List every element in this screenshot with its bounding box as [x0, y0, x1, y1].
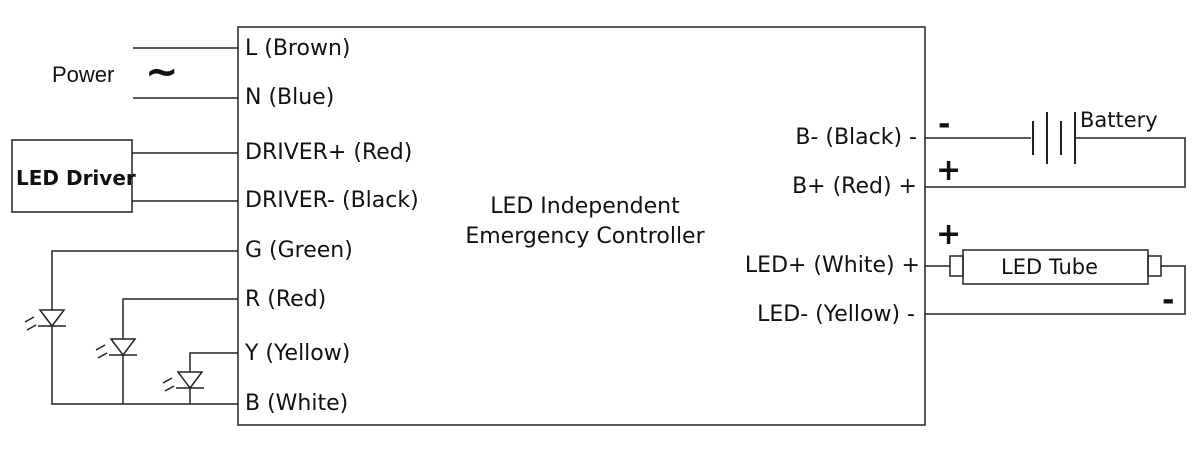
yellow-led-diode-icon [162, 371, 204, 392]
controller-box [237, 26, 926, 426]
led-tube-neg-sign: - [1162, 283, 1175, 318]
led-driver-label: LED Driver [16, 166, 136, 190]
led-tube-pos-sign: + [936, 217, 962, 252]
wire-r [122, 298, 238, 404]
ac-symbol-icon: ~ [145, 49, 179, 95]
terminal-n-label: N (Blue) [245, 85, 335, 110]
led-tube-label: LED Tube [1001, 255, 1099, 279]
battery-pos-sign: + [936, 153, 962, 188]
controller-title-line1: LED Independent [490, 194, 680, 219]
led-tube-cap-left [949, 255, 964, 277]
terminal-r-label: R (Red) [245, 287, 327, 312]
terminal-led-pos-label: LED+ (White) + [744, 253, 920, 278]
red-led-diode-icon [95, 338, 137, 359]
led-driver-box [11, 139, 133, 213]
terminal-led-neg-label: LED- (Yellow) - [757, 302, 915, 327]
green-led-diode-icon [24, 309, 66, 331]
terminal-g-label: G (Green) [245, 238, 353, 263]
battery-label: Battery [1080, 108, 1158, 132]
controller-title-line2: Emergency Controller [465, 224, 705, 249]
led-tube-cap-right [1147, 255, 1162, 277]
terminal-l-label: L (Brown) [245, 36, 351, 61]
terminal-b-pos-label: B+ (Red) + [792, 174, 917, 199]
terminal-driver-neg-label: DRIVER- (Black) [245, 188, 419, 213]
wire-battery-return [925, 137, 1186, 188]
terminal-b-neg-label: B- (Black) - [795, 125, 917, 150]
battery-neg-sign: - [938, 107, 951, 142]
wire-led-neg [925, 265, 1186, 315]
terminal-b-label: B (White) [245, 391, 349, 416]
power-label: Power [52, 62, 115, 87]
terminal-y-label: Y (Yellow) [245, 341, 351, 366]
terminal-driver-pos-label: DRIVER+ (Red) [245, 140, 413, 165]
wire-g [51, 250, 238, 405]
controller-title: LED Independent Emergency Controller [440, 192, 730, 252]
